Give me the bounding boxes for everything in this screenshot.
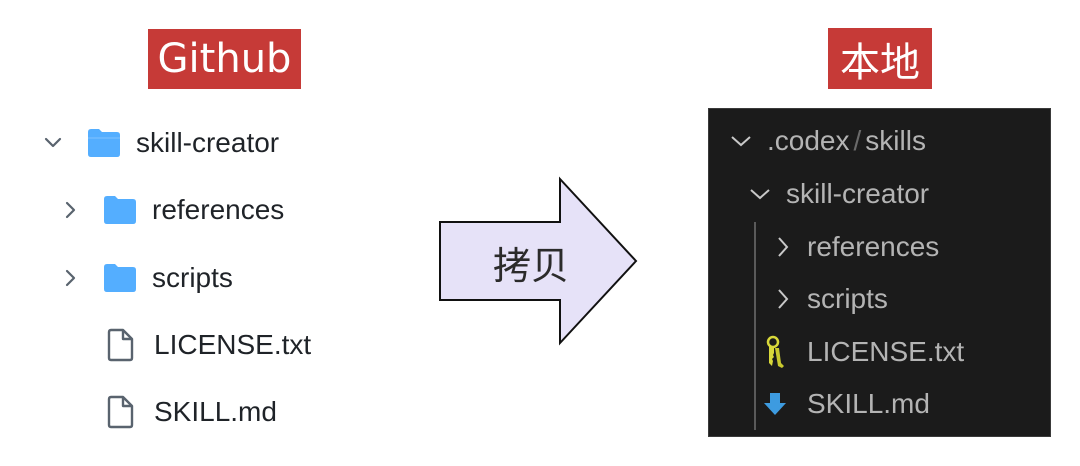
tree-item-references[interactable]: references xyxy=(771,225,939,269)
local-label: 本地 xyxy=(828,28,932,89)
tree-item-label: skill-creator xyxy=(136,127,280,158)
tree-item-label: scripts xyxy=(807,283,888,314)
tree-item-skill-md[interactable]: SKILL.md xyxy=(106,392,277,432)
tree-item-label: references xyxy=(807,231,940,262)
chevron-down-icon[interactable] xyxy=(42,132,64,154)
path-part-skills: skills xyxy=(865,125,926,156)
file-icon xyxy=(106,395,136,429)
indent-guide xyxy=(754,222,756,430)
github-label: Github xyxy=(148,29,301,89)
tree-item-scripts[interactable]: scripts xyxy=(60,258,233,298)
tree-item-license[interactable]: LICENSE.txt xyxy=(763,330,964,374)
tree-item-label: scripts xyxy=(152,262,233,293)
chevron-down-icon[interactable] xyxy=(748,182,772,206)
folder-open-icon xyxy=(86,128,122,158)
tree-item-skill-creator[interactable]: skill-creator xyxy=(42,123,279,163)
folder-icon xyxy=(102,263,138,293)
local-explorer-panel: .codex/skills skill-creator references s… xyxy=(708,108,1051,437)
tree-item-label: LICENSE.txt xyxy=(807,336,965,367)
download-arrow-icon xyxy=(763,392,787,416)
tree-item-label: SKILL.md xyxy=(807,388,930,419)
tree-item-license[interactable]: LICENSE.txt xyxy=(106,325,311,365)
tree-item-label: skill-creator xyxy=(786,178,930,209)
tree-item-skill-creator[interactable]: skill-creator xyxy=(748,172,929,216)
path-separator: / xyxy=(853,125,862,156)
tree-item-codex-skills[interactable]: .codex/skills xyxy=(729,119,926,163)
tree-item-references[interactable]: references xyxy=(60,190,284,230)
chevron-down-icon[interactable] xyxy=(729,129,753,153)
key-icon xyxy=(763,335,787,368)
tree-item-scripts[interactable]: scripts xyxy=(771,277,888,321)
chevron-right-icon[interactable] xyxy=(771,287,795,311)
copy-arrow-icon xyxy=(439,176,638,346)
tree-item-label: references xyxy=(152,194,285,225)
file-icon xyxy=(106,328,136,362)
chevron-right-icon[interactable] xyxy=(60,267,82,289)
path-part-codex: .codex xyxy=(767,125,850,156)
chevron-right-icon[interactable] xyxy=(60,199,82,221)
tree-item-label: LICENSE.txt xyxy=(154,329,312,360)
tree-item-label: SKILL.md xyxy=(154,396,277,427)
folder-icon xyxy=(102,195,138,225)
chevron-right-icon[interactable] xyxy=(771,235,795,259)
copy-label: 拷贝 xyxy=(492,243,569,288)
tree-item-skill-md[interactable]: SKILL.md xyxy=(763,382,930,426)
